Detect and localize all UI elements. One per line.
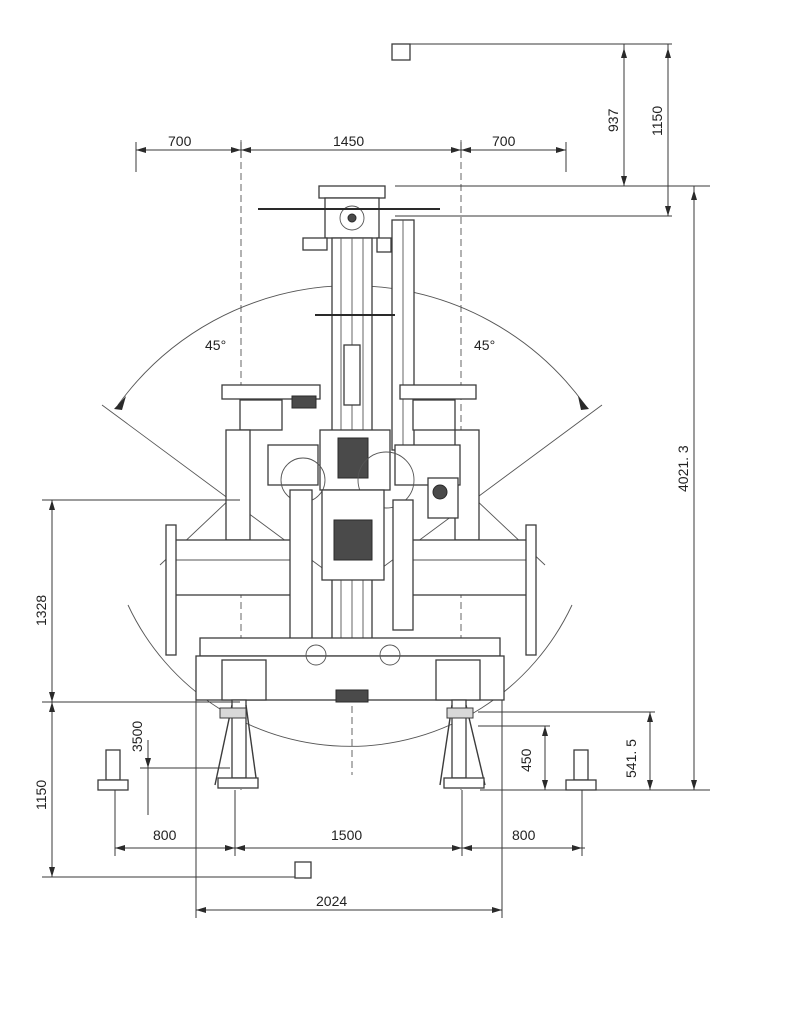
dim-450-label: 450 bbox=[518, 748, 534, 772]
dim-1150-top-label: 1150 bbox=[649, 106, 665, 136]
dim-1328-label: 1328 bbox=[33, 595, 49, 626]
dim-1150-bottom-label: 1150 bbox=[33, 780, 49, 810]
dim-top-center-label: 1450 bbox=[333, 133, 364, 149]
angle-right-label: 45° bbox=[474, 337, 495, 353]
upper-deck bbox=[221, 384, 480, 581]
dim-bottom-center-label: 1500 bbox=[331, 827, 362, 843]
dim-bottom-left-label: 800 bbox=[153, 827, 177, 843]
dim-foot-height-label: 541. 5 bbox=[623, 739, 639, 778]
jack-legs bbox=[97, 699, 597, 791]
dim-top-right-label: 700 bbox=[492, 133, 516, 149]
dim-total-height-label: 4021. 3 bbox=[675, 445, 691, 492]
dimension-labels: 45° 45° 700 1450 700 937 1150 4021. 3 54… bbox=[33, 106, 691, 909]
angle-left-label: 45° bbox=[205, 337, 226, 353]
base-frame bbox=[195, 637, 505, 703]
dim-overall-width-label: 2024 bbox=[316, 893, 347, 909]
dim-937-label: 937 bbox=[605, 108, 621, 132]
dim-top-left-label: 700 bbox=[168, 133, 192, 149]
dim-bottom-right-label: 800 bbox=[512, 827, 536, 843]
dim-3500-label: 3500 bbox=[129, 721, 145, 752]
dimension-lines bbox=[42, 43, 710, 918]
